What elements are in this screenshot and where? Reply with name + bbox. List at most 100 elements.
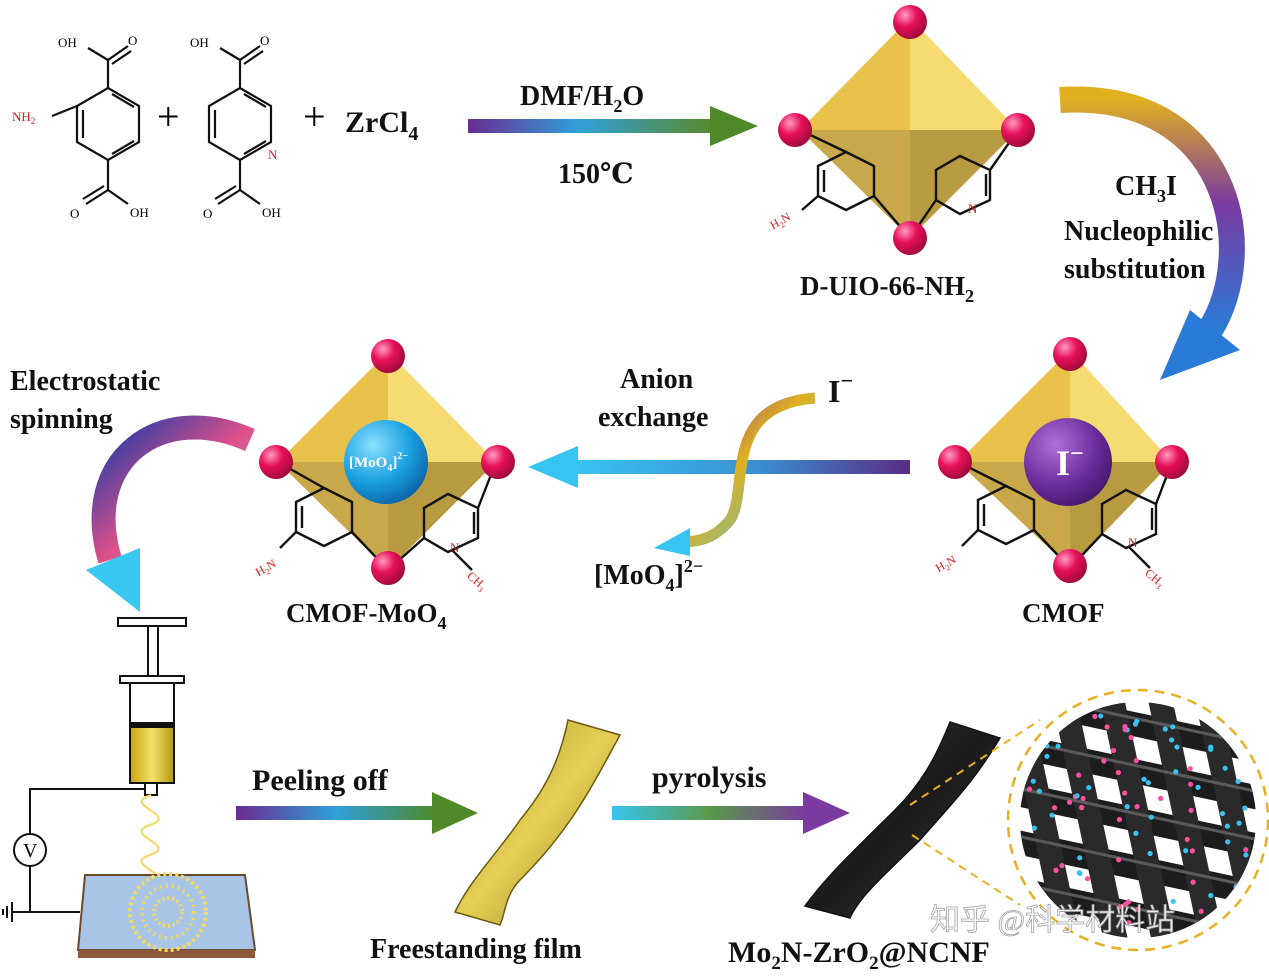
cmof-ion-label: I− xyxy=(1056,441,1084,483)
incoming-iodide-label: I− xyxy=(828,368,853,409)
nanoparticle-dot xyxy=(1169,737,1175,743)
molybdate-ion-sphere xyxy=(344,420,428,504)
nanoparticle-dot xyxy=(1122,790,1128,796)
fiber-strand xyxy=(1048,702,1132,938)
pyridine-dicarboxylic-acid-structure xyxy=(207,45,273,205)
nanoparticle-dot xyxy=(1049,812,1055,818)
step2-curved-arrow xyxy=(1059,86,1245,337)
nanoparticle-dot xyxy=(1174,744,1180,750)
carbonized-film-shape xyxy=(803,721,1002,919)
nanoparticle-dot xyxy=(1077,855,1083,861)
film-label: Freestanding film xyxy=(370,934,582,965)
nanoparticle-dot xyxy=(1190,879,1196,885)
nanoparticle-dot xyxy=(1158,795,1164,801)
ion-exchange-curve xyxy=(679,392,816,548)
nanoparticle-dot xyxy=(1243,847,1249,853)
step1-arrow-shaft xyxy=(468,119,713,133)
nanoparticle-dot xyxy=(1170,898,1176,904)
zoom-line-bottom xyxy=(911,834,1021,906)
amine-label: NH2 xyxy=(12,109,35,126)
nanoparticle-dot xyxy=(1086,784,1092,791)
cmof-moo4-amine-label: H2N xyxy=(253,556,280,581)
nanoparticle-dot xyxy=(1076,870,1082,876)
nanoparticle-dot xyxy=(1044,753,1050,759)
nanoparticle-dot xyxy=(1055,743,1061,749)
nanoparticle-dot xyxy=(1133,830,1139,836)
cmof-moo4-methyl-label: CH3 xyxy=(463,569,489,595)
step1-temperature-label: 150℃ xyxy=(558,159,634,190)
step4-line1: Electrostatic xyxy=(10,366,160,397)
nanoparticle-dot xyxy=(1116,816,1123,823)
nanoparticle-dot xyxy=(1219,810,1226,817)
nanoparticle-dot xyxy=(1170,724,1176,730)
step4-arrow-head xyxy=(86,548,140,612)
step6-label: pyrolysis xyxy=(652,761,766,794)
nanoparticle-dot xyxy=(1080,795,1086,802)
nanoparticle-dot xyxy=(1124,804,1130,810)
nanoparticle-dot xyxy=(1222,765,1228,771)
nanoparticle-dot xyxy=(1243,852,1249,858)
nanoparticle-dot xyxy=(1076,772,1082,778)
cmof-zr-balls xyxy=(938,337,1189,583)
cmof-moo4-n-label: N xyxy=(450,540,460,555)
step2-arrow-head xyxy=(1160,310,1240,380)
d-uio-66-nh2-octahedron xyxy=(800,18,1018,238)
nanoparticle-dot xyxy=(1051,805,1058,811)
freestanding-film-shape xyxy=(453,719,622,926)
voltmeter-symbol: V xyxy=(23,840,38,862)
d-uio-n-label: N xyxy=(968,201,978,216)
nanoparticle-dot xyxy=(1128,734,1134,741)
nanoparticle-dot xyxy=(1162,726,1168,732)
nanoparticle-dot xyxy=(1123,901,1129,907)
nanoparticle-dot xyxy=(1104,724,1110,730)
nanoparticle-dot xyxy=(1225,839,1231,845)
step1-solvent-label: DMF/H2O xyxy=(520,81,644,116)
nanoparticle-dot xyxy=(1126,920,1132,926)
step4-line2: spinning xyxy=(10,404,113,435)
nanoparticle-dot xyxy=(1117,904,1123,910)
svg-text:O: O xyxy=(203,206,212,221)
nanoparticle-dot xyxy=(1135,906,1141,913)
nanoparticle-dot xyxy=(1101,758,1107,764)
nanoparticle-dot xyxy=(1059,862,1065,869)
nanoparticle-dot xyxy=(1092,713,1098,720)
nanoparticle-dot xyxy=(1030,778,1036,784)
nanoparticle-dot xyxy=(1116,857,1122,863)
nanoparticle-dot xyxy=(1110,747,1117,754)
nanoparticle-dot xyxy=(1132,721,1139,727)
pyridine-n-label: N xyxy=(268,147,278,162)
plus-sign-2: + xyxy=(303,94,326,139)
step1-arrow-head xyxy=(710,106,758,146)
nanoparticle-dot xyxy=(1184,836,1190,843)
nanoparticle-dot xyxy=(1067,799,1073,805)
nanoparticle-dot xyxy=(1187,766,1193,772)
zr-cluster-balls xyxy=(778,5,1035,255)
nanoparticle-dot xyxy=(1189,848,1196,854)
step5-arrow-head xyxy=(432,792,478,834)
nanoparticle-dot xyxy=(1224,823,1230,829)
nanoparticle-dot xyxy=(1074,793,1080,799)
cmof-amine-label: H2N xyxy=(933,552,960,577)
step5-arrow-shaft xyxy=(236,806,436,820)
svg-text:O: O xyxy=(128,33,137,48)
zrcl4-label: ZrCl4 xyxy=(345,106,418,145)
nanoparticle-dot xyxy=(1208,892,1214,899)
nanoparticle-dot xyxy=(1053,867,1059,873)
oh-label: OH xyxy=(58,35,77,50)
nanoparticle-dot xyxy=(1145,780,1151,786)
nanoparticle-dot xyxy=(1173,769,1179,775)
step4-curved-arrow xyxy=(91,415,255,564)
svg-text:O: O xyxy=(260,33,269,48)
cmof-methyl-label: CH3 xyxy=(1141,566,1167,592)
d-uio-amine-label: H2N xyxy=(767,209,794,234)
nanoparticle-dot xyxy=(1235,778,1241,785)
nanoparticle-dot xyxy=(1133,757,1139,764)
nanoparticle-dot xyxy=(1236,820,1242,826)
step2-reagent-label: CH3I xyxy=(1115,171,1177,206)
aminoterephthalic-acid-structure xyxy=(51,45,141,205)
nanoparticle-dot xyxy=(1188,807,1194,813)
nanoparticle-dot xyxy=(1208,746,1214,752)
nanoparticle-dot xyxy=(1036,788,1042,794)
